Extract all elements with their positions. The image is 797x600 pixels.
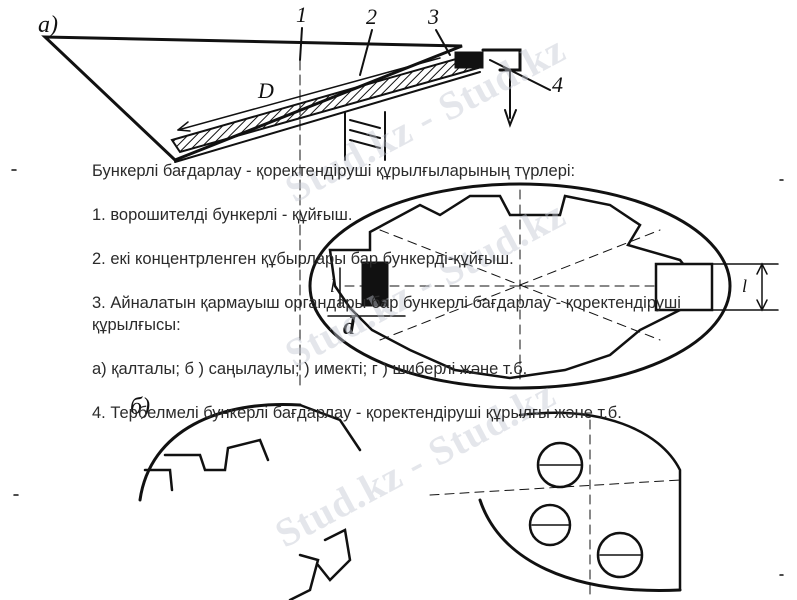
list-item-3: 3. Айналатын қармауыш органдары бар бунк…	[92, 294, 681, 334]
callout-3: 3	[427, 4, 439, 29]
heading: Бункерлі бағдарлау - қоректендіруші құры…	[92, 162, 576, 180]
figure-label-b: б)	[130, 394, 150, 420]
list-item-3-sub: а) қалталы; б ) саңылаулы; ) имекті; г )…	[92, 360, 528, 378]
callout-1: 1	[296, 2, 307, 27]
dimension-l-left: l	[330, 276, 335, 296]
dimension-D: D	[257, 78, 274, 103]
list-item-2: 2. екі концентрленген құбырлары бар бунк…	[92, 250, 514, 268]
callout-4: 4	[552, 72, 563, 97]
figure-label-a: а)	[38, 12, 58, 38]
list-item-1: 1. ворошителді бункерлі - құйғыш.	[92, 206, 353, 224]
dimension-d: d	[343, 314, 356, 340]
dimension-l-right: l	[742, 276, 747, 296]
content-text: Бункерлі бағдарлау - қоректендіруші құры…	[92, 160, 692, 424]
callout-2: 2	[366, 4, 377, 29]
list-item-4: 4. Тербелмелі бункерлі бағдарлау - қорек…	[92, 404, 622, 422]
